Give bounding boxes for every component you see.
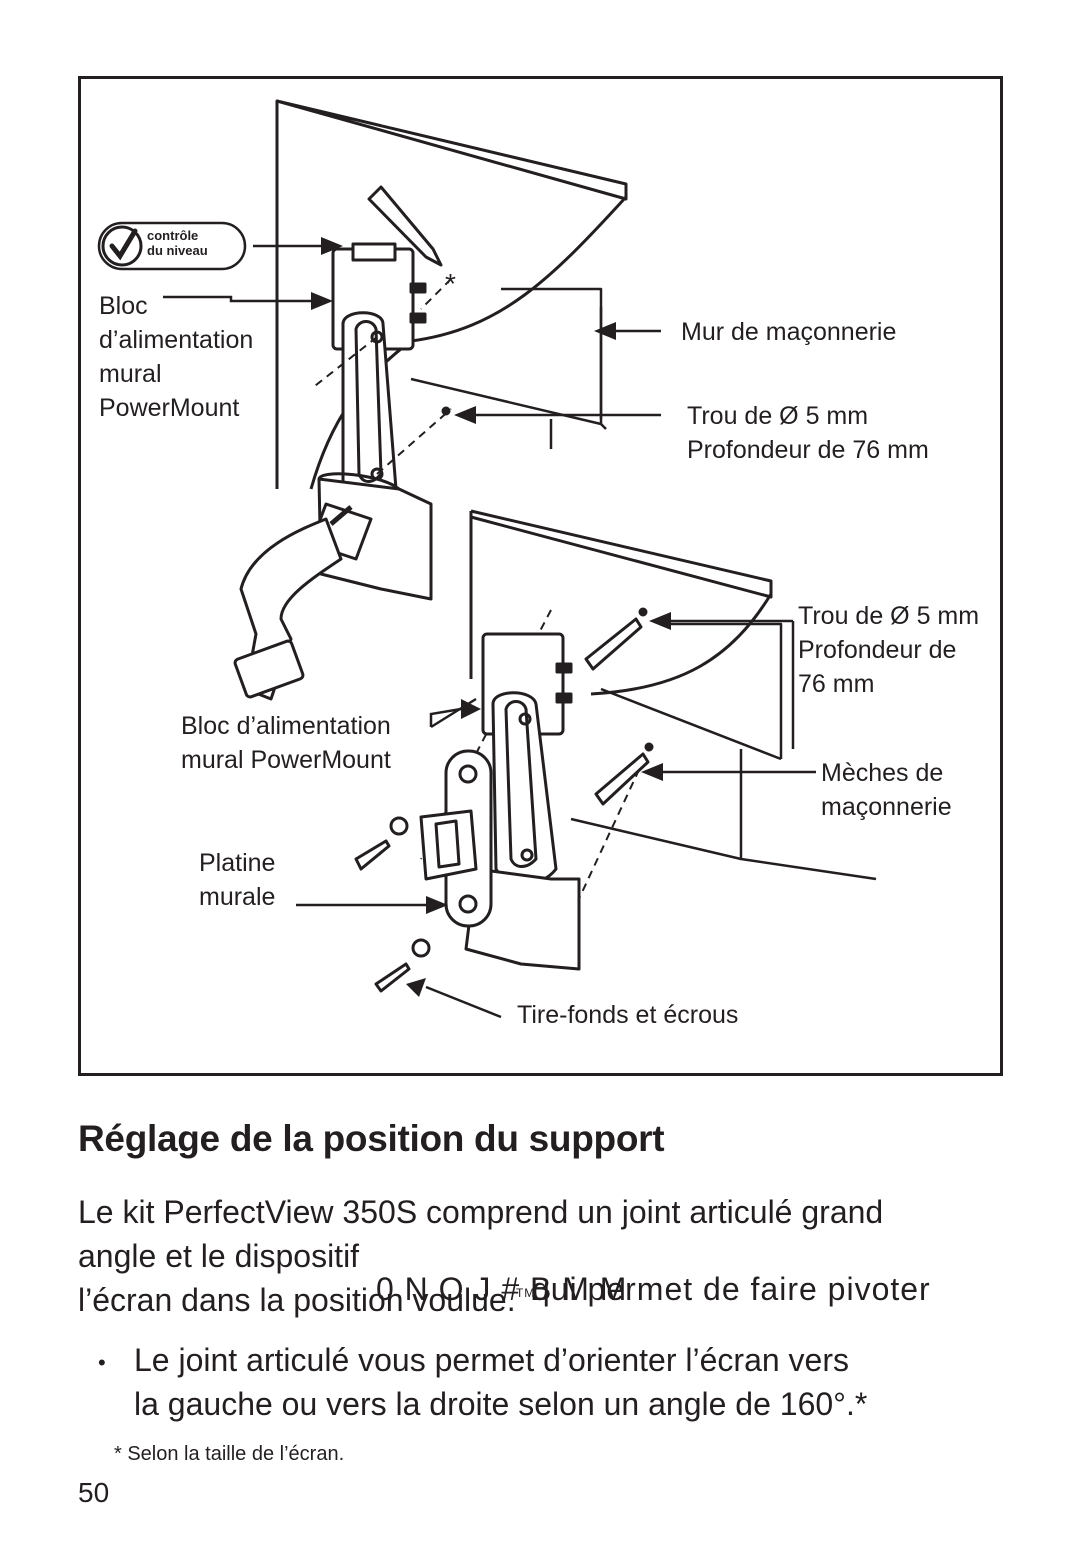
page-number: 50 <box>78 1477 110 1508</box>
label-drill-bits-line-2: maçonnerie <box>821 793 952 821</box>
installation-illustration <box>97 99 877 1019</box>
label-powermount-top-line-3: mural <box>99 360 162 388</box>
label-powermount-top: Bloc d’alimentation mural PowerMount <box>99 289 253 425</box>
label-powermount-bottom: Bloc d’alimentation mural PowerMount <box>181 709 391 777</box>
body-line-2-start: angle et le dispositif <box>78 1238 360 1274</box>
label-drill-bits-line-1: Mèches de <box>821 759 944 787</box>
label-powermount-bottom-line-1: Bloc d’alimentation <box>181 712 391 740</box>
label-hole-top-line-2: Profondeur de 76 mm <box>687 436 929 464</box>
pencil <box>367 185 443 267</box>
body-line-2: angle et le dispositif 0 N O J # B M M T… <box>78 1234 930 1307</box>
level-check-badge-text: contrôle du niveau <box>147 228 208 258</box>
badge-line-1: contrôle <box>147 228 199 243</box>
masonry-anchors <box>584 607 654 806</box>
lower-powermount-block <box>464 632 581 971</box>
upper-masonry-blocks <box>410 287 607 449</box>
lower-wall-panel <box>469 509 773 696</box>
label-hole-right-line-2: Profondeur de <box>798 636 957 664</box>
label-hole-right: Trou de Ø 5 mm Profondeur de 76 mm <box>798 599 979 701</box>
label-powermount-bottom-line-2: mural PowerMount <box>181 746 391 774</box>
label-lag-bolts: Tire-fonds et écrous <box>517 1001 739 1029</box>
bullet-line-1: Le joint articulé vous permet d’orienter… <box>134 1342 849 1378</box>
label-masonry-wall: Mur de maçonnerie <box>681 318 897 346</box>
bullet-marker: • <box>98 1350 106 1375</box>
label-wall-plate-line-1: Platine <box>199 849 276 877</box>
body-line-2-end: qui permet de faire pivoter <box>531 1271 931 1307</box>
label-asterisk: * <box>445 268 456 299</box>
label-powermount-top-line-2: d’alimentation <box>99 326 254 354</box>
label-hole-right-line-1: Trou de Ø 5 mm <box>798 602 980 630</box>
label-drill-bits: Mèches de maçonnerie <box>821 756 952 824</box>
label-powermount-top-line-4: PowerMount <box>99 394 240 422</box>
badge-line-2: du niveau <box>147 243 208 258</box>
label-wall-plate: Platine murale <box>199 846 275 914</box>
section-heading: Réglage de la position du support <box>78 1118 665 1159</box>
trademark-mark: TM <box>515 1286 536 1300</box>
label-hole-top-line-1: Trou de Ø 5 mm <box>687 402 869 430</box>
bullet-line-2: la gauche ou vers la droite selon un ang… <box>134 1386 868 1422</box>
wall-plate <box>419 749 493 928</box>
label-wall-plate-line-2: murale <box>199 883 276 911</box>
body-line-1: Le kit PerfectView 350S comprend un join… <box>78 1194 884 1230</box>
label-hole-top: Trou de Ø 5 mm Profondeur de 76 mm <box>687 399 929 467</box>
power-drill <box>233 502 373 701</box>
footnote: * Selon la taille de l’écran. <box>114 1443 345 1465</box>
level-check-badge <box>97 221 247 271</box>
lag-bolts-and-washers <box>354 816 431 993</box>
label-hole-right-line-3: 76 mm <box>798 670 875 698</box>
label-powermount-top-line-1: Bloc <box>99 292 148 320</box>
garbled-product-name: 0 N O J # B M M <box>375 1271 628 1307</box>
body-line-3: l’écran dans la position voulue. <box>78 1282 516 1318</box>
lower-masonry-blocks <box>570 622 877 881</box>
installation-figure: contrôle du niveau Bloc d’alimentation m… <box>78 76 1003 1076</box>
